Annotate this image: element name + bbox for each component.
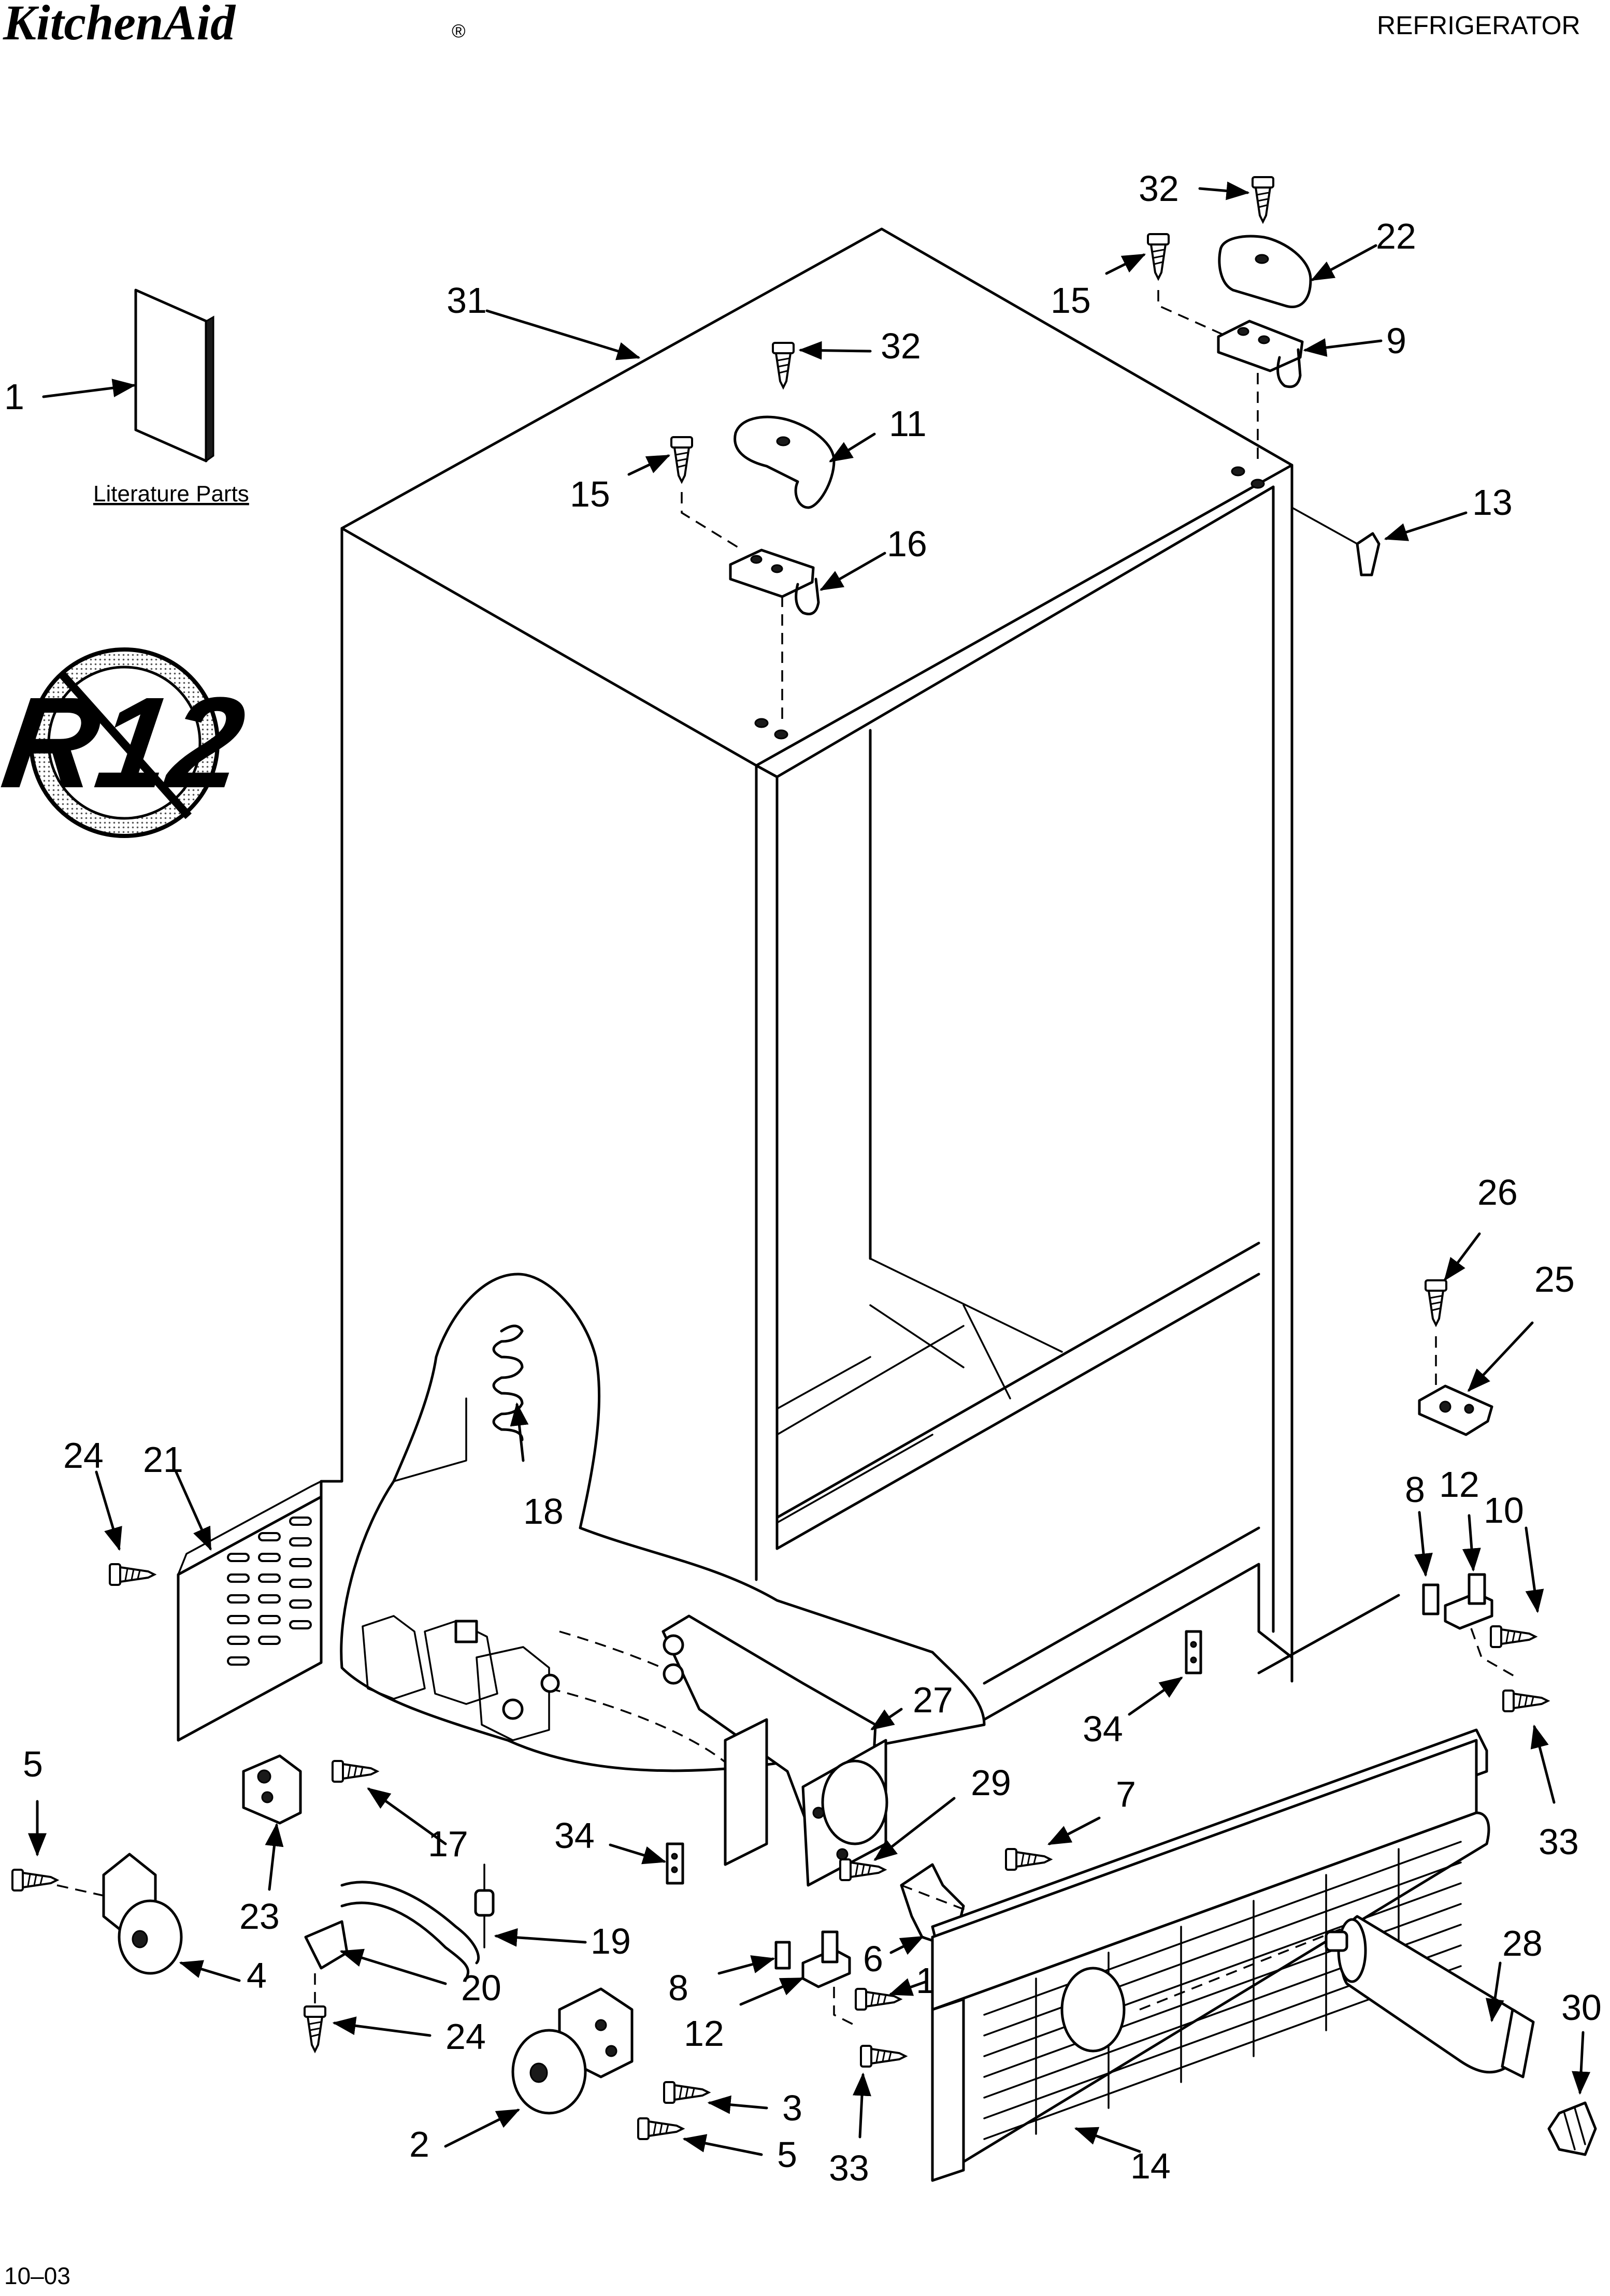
callout-34b: 34 xyxy=(1083,1709,1123,1749)
clamp-20 xyxy=(304,1920,349,1970)
callout-8b: 8 xyxy=(1405,1469,1425,1510)
hinge-assembly-left: 32 11 15 16 xyxy=(570,326,927,725)
hinge-9 xyxy=(1217,320,1304,372)
callout-5a: 5 xyxy=(23,1744,43,1784)
screw-icon-15a xyxy=(670,436,693,483)
clip-13 xyxy=(1356,532,1381,576)
callout-24a: 24 xyxy=(63,1435,104,1476)
callout-20: 20 xyxy=(461,1968,501,2008)
screw-icon-5b xyxy=(637,2117,684,2140)
literature-book-icon xyxy=(134,288,208,463)
registered-mark: ® xyxy=(452,20,466,41)
roller-wheel-2 xyxy=(511,2029,587,2115)
callout-5b: 5 xyxy=(777,2134,797,2175)
callout-33a: 33 xyxy=(829,2148,869,2188)
callout-2: 2 xyxy=(409,2124,429,2164)
callout-16: 16 xyxy=(887,524,927,564)
callout-24b: 24 xyxy=(445,2016,486,2057)
screw-icon-24a xyxy=(109,1563,155,1586)
rear-access-panel-21 xyxy=(177,1480,323,1742)
revision-code: 10–03 xyxy=(4,2262,70,2289)
header: KitchenAid ® REFRIGERATOR xyxy=(3,0,1580,50)
callout-34a: 34 xyxy=(554,1815,595,1856)
screw-icon-32a xyxy=(772,342,795,388)
callout-27: 27 xyxy=(913,1680,953,1720)
screw-icon-32b xyxy=(1252,176,1274,223)
literature-parts: 1 Literature Parts xyxy=(4,288,249,507)
bracket-34b xyxy=(1185,1630,1202,1674)
bracket-23 xyxy=(242,1754,302,1825)
drain-hose xyxy=(492,1324,524,1441)
hinge-assembly-right: 32 22 15 9 13 xyxy=(1051,168,1513,576)
callout-21: 21 xyxy=(143,1439,183,1480)
section-title: REFRIGERATOR xyxy=(1377,11,1580,40)
callout-15b: 15 xyxy=(1051,280,1091,321)
callout-17: 17 xyxy=(428,1824,468,1864)
spacer-8b xyxy=(1422,1583,1440,1615)
bracket-25 xyxy=(1418,1384,1493,1436)
bracket-34a xyxy=(666,1842,684,1885)
screw-icon-7 xyxy=(1005,1848,1052,1871)
screw-icon-3 xyxy=(663,2081,710,2104)
spacer-8a xyxy=(774,1941,791,1970)
callout-12a: 12 xyxy=(684,2013,724,2054)
callout-32b: 32 xyxy=(1139,168,1179,209)
cabinet-shell: 31 xyxy=(320,227,1400,1721)
literature-caption: Literature Parts xyxy=(93,481,249,507)
screw-icon-24b xyxy=(304,2005,326,2052)
screw-icon-10b xyxy=(1490,1625,1536,1648)
front-lower-components: 27 29 34 6 7 8 12 10 33 xyxy=(409,1614,1136,2188)
filter-cap-30 xyxy=(1547,2101,1597,2156)
machine-compartment-cutaway: 18 xyxy=(340,1273,986,1772)
callout-12b: 12 xyxy=(1439,1464,1479,1505)
hinge-16 xyxy=(729,548,815,598)
callout-10b: 10 xyxy=(1484,1490,1524,1530)
callout-26: 26 xyxy=(1477,1172,1518,1212)
screw-icon-26 xyxy=(1425,1279,1447,1326)
brand-logo: KitchenAid xyxy=(3,0,236,50)
callout-25: 25 xyxy=(1534,1259,1575,1299)
callout-23: 23 xyxy=(239,1896,280,1937)
right-leveling-assembly: 26 25 8 12 10 33 34 xyxy=(1083,1172,1579,1862)
callout-28: 28 xyxy=(1502,1923,1543,1963)
callout-8a: 8 xyxy=(668,1968,688,2008)
callout-1: 1 xyxy=(4,377,24,417)
screw-icon-33a xyxy=(860,2045,907,2068)
callout-31: 31 xyxy=(447,280,487,321)
callout-29: 29 xyxy=(971,1763,1011,1803)
callout-18: 18 xyxy=(523,1491,564,1532)
left-panel-assembly: 24 21 5 4 23 17 19 20 24 xyxy=(11,1435,631,2057)
filter-opening xyxy=(1060,1967,1126,2053)
hinge-cover-11 xyxy=(734,415,836,509)
callout-13: 13 xyxy=(1472,482,1513,523)
callout-9: 9 xyxy=(1386,321,1406,361)
callout-33b: 33 xyxy=(1539,1822,1579,1862)
toe-grille-assembly: 14 28 30 xyxy=(931,1728,1602,2186)
callout-15a: 15 xyxy=(570,474,610,514)
callout-22: 22 xyxy=(1376,216,1416,256)
callout-7: 7 xyxy=(1116,1774,1136,1814)
callout-14: 14 xyxy=(1130,2146,1171,2186)
callout-19: 19 xyxy=(591,1921,631,1961)
hinge-cover-22 xyxy=(1218,235,1312,308)
roller-wheel-4 xyxy=(118,1899,183,1975)
callout-4: 4 xyxy=(247,1955,267,1996)
callout-30: 30 xyxy=(1561,1987,1602,2028)
screw-icon-29 xyxy=(839,1858,886,1881)
screw-icon-5a xyxy=(11,1869,58,1891)
relay-components xyxy=(362,1615,550,1741)
water-filter-28 xyxy=(1325,1915,1535,2078)
screw-icon-33b xyxy=(1502,1689,1549,1712)
callout-32a: 32 xyxy=(881,326,921,366)
callout-3: 3 xyxy=(782,2088,802,2128)
no-r12-badge: R12 xyxy=(0,647,252,838)
callout-6: 6 xyxy=(863,1939,883,1979)
callout-11: 11 xyxy=(889,403,927,444)
screw-icon-17 xyxy=(332,1760,378,1783)
screw-icon-15b xyxy=(1147,233,1170,280)
